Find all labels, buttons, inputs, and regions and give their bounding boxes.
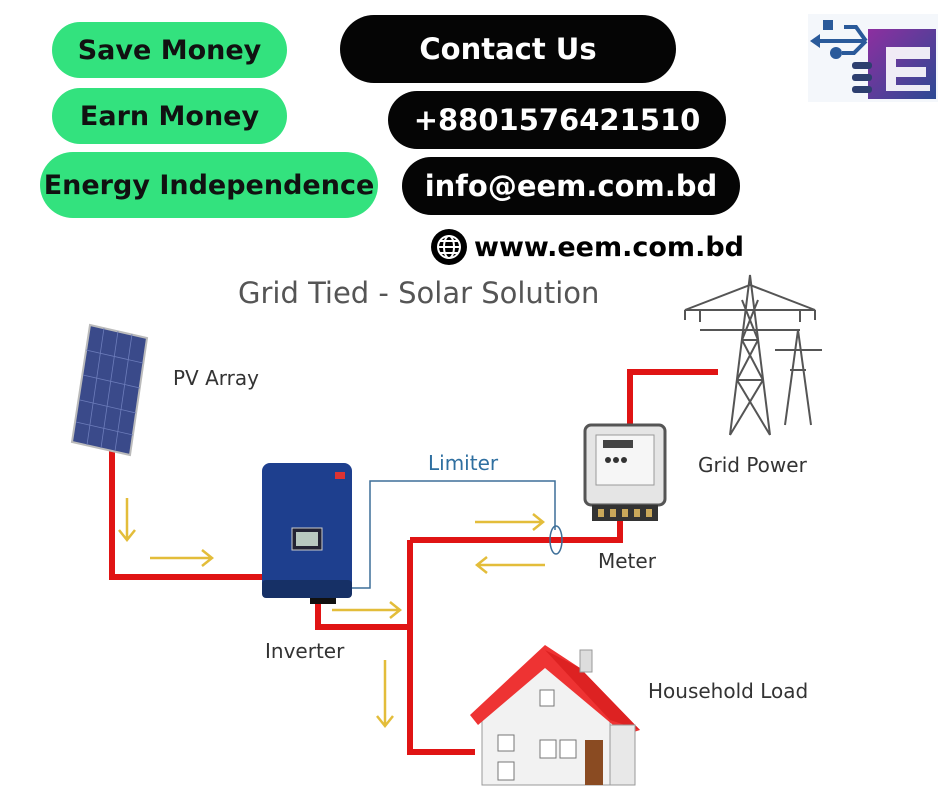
house [470, 645, 640, 786]
inverter [262, 463, 352, 604]
label-inverter: Inverter [265, 639, 345, 663]
limiter-signal-wire [352, 480, 556, 589]
current-sensor-clamp [549, 525, 563, 555]
benefit-save-money: Save Money [52, 22, 287, 78]
benefit-energy-independence: Energy Independence [40, 152, 378, 218]
label-limiter: Limiter [428, 451, 499, 475]
label-household-load: Household Load [648, 679, 809, 703]
diagram-title: Grid Tied - Solar Solution [238, 276, 600, 310]
website-text: www.eem.com.bd [474, 231, 744, 263]
label-grid-power: Grid Power [698, 453, 807, 477]
label-meter: Meter [598, 549, 656, 573]
contact-phone[interactable]: +8801576421510 [388, 91, 726, 149]
contact-email[interactable]: info@eem.com.bd [402, 157, 740, 215]
label-pv-array: PV Array [173, 366, 259, 390]
benefit-earn-money: Earn Money [52, 88, 287, 144]
electric-meter [583, 423, 667, 521]
website-link[interactable]: www.eem.com.bd [430, 228, 744, 266]
company-logo [808, 14, 938, 102]
flow-arrows [118, 498, 546, 729]
contact-us-heading: Contact Us [340, 15, 676, 83]
transmission-tower [684, 274, 822, 436]
globe-icon [431, 229, 467, 265]
solar-panel [70, 323, 149, 457]
